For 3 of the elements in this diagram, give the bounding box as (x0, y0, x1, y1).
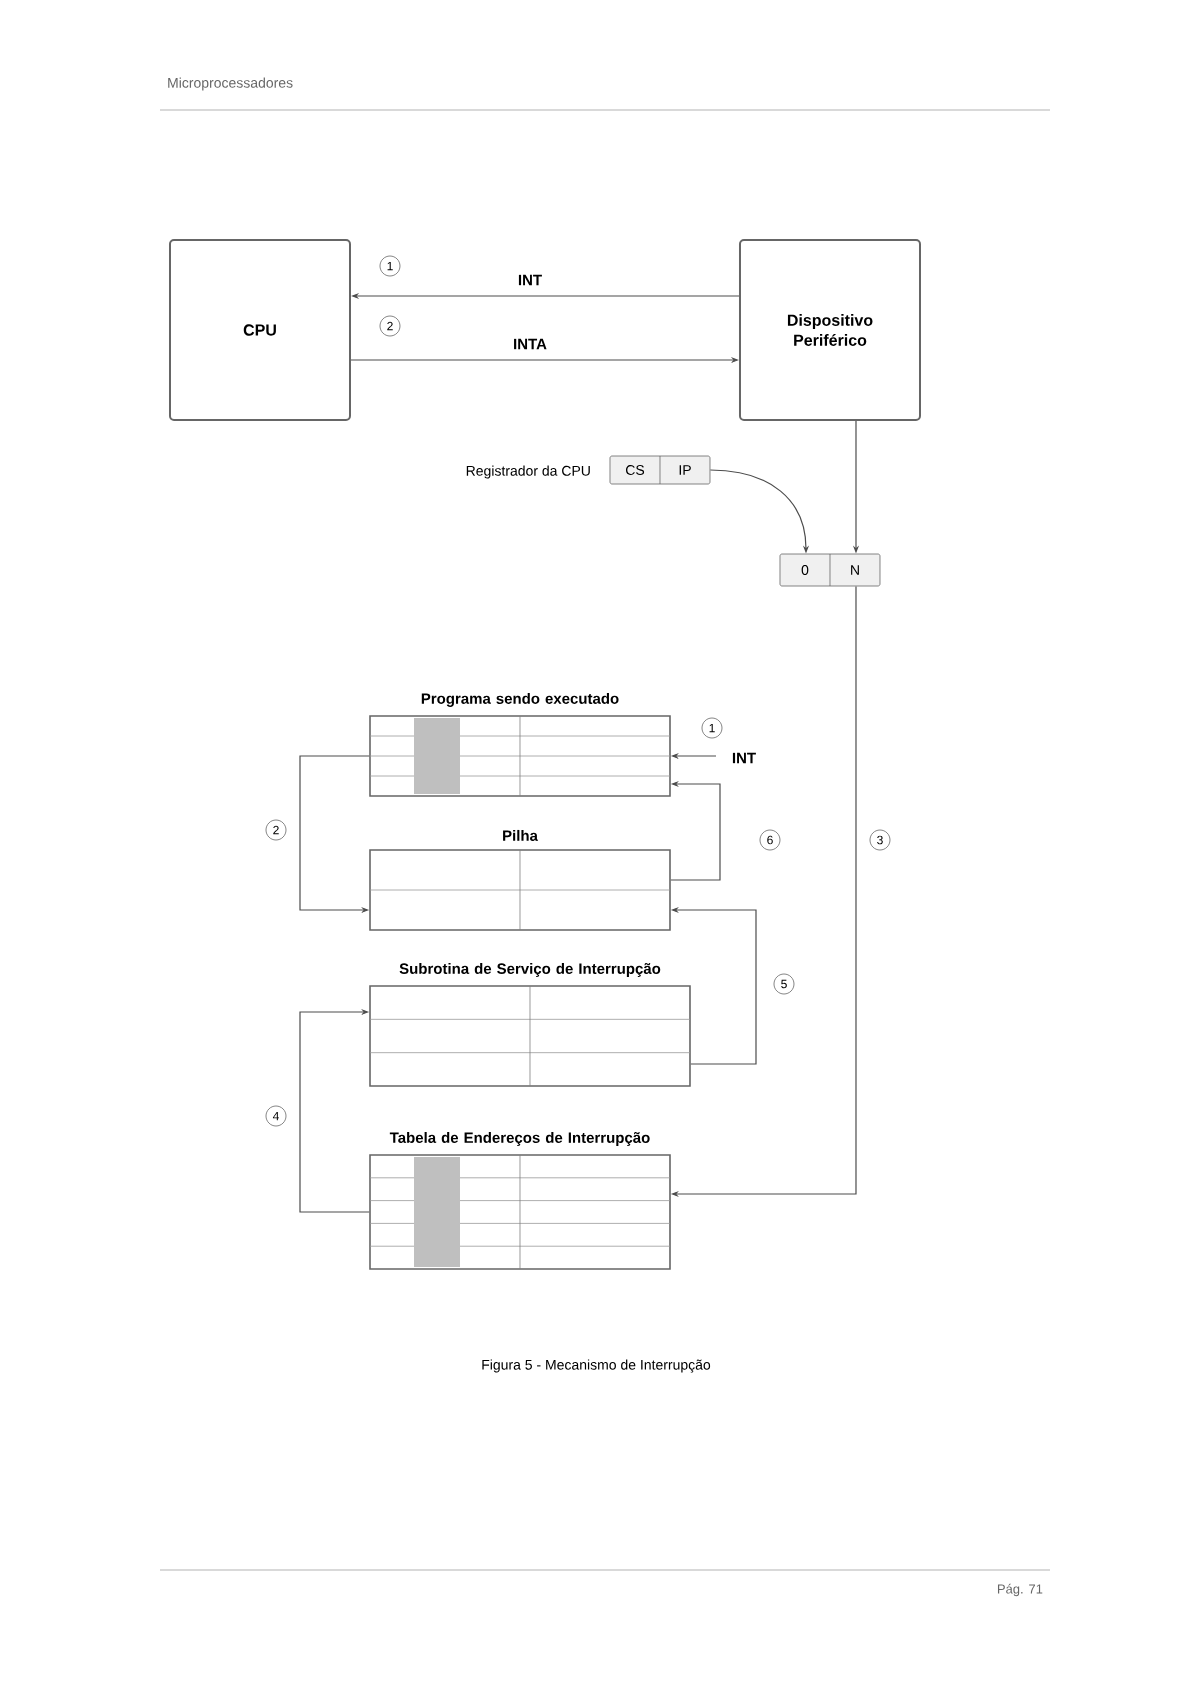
device-box: CPU (169, 239, 351, 421)
arrow (299, 1008, 370, 1213)
device-box: Dispositivo Periférico (739, 239, 921, 421)
